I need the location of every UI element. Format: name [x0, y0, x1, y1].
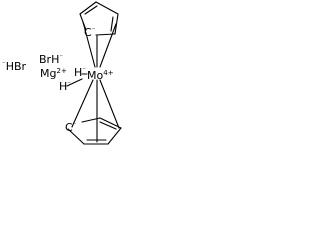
mo-to-h-lower-bond	[66, 78, 83, 87]
double-bond-inner	[99, 121, 117, 130]
bond	[79, 1, 97, 15]
h-upper-label: H⁻	[74, 66, 86, 79]
mo-bonds	[66, 21, 120, 143]
mo-to-ring-top-bond	[99, 23, 117, 68]
c-top-label: C⁻	[84, 26, 96, 39]
h-lower-label: H⁻	[59, 80, 71, 93]
hbr-label: ⁻HBr	[2, 60, 27, 73]
bond	[99, 117, 122, 129]
mo-label: Mo4+	[87, 69, 114, 82]
c-bottom-label: C⁻	[65, 121, 77, 134]
double-bond-inner	[110, 16, 114, 32]
mo-to-ring-bottom-bond	[71, 79, 94, 128]
bond	[107, 127, 122, 145]
mo-to-ring-top-bond	[82, 21, 96, 68]
double-bond-inner	[84, 5, 98, 15]
atom-labels: ⁻HBr BrH⁻ Mg2+ H⁻ H⁻ Mo4+ C⁻ C⁻	[2, 26, 114, 134]
brh-label: BrH⁻	[39, 53, 63, 66]
bond	[95, 1, 119, 15]
chemical-structure: ⁻HBr BrH⁻ Mg2+ H⁻ H⁻ Mo4+ C⁻ C⁻	[2, 1, 122, 145]
mo-to-ring-bottom-bond	[99, 79, 120, 129]
mg-label: Mg2+	[40, 67, 67, 80]
bond	[67, 128, 85, 145]
